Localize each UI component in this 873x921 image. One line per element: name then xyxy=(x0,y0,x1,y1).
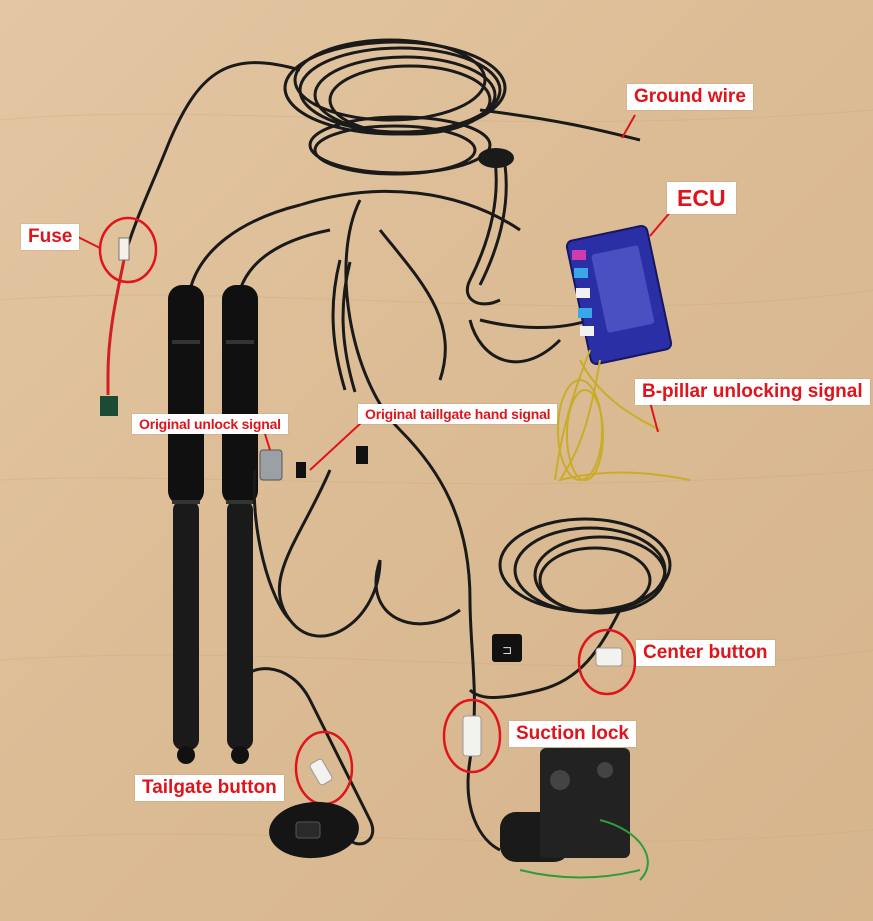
hand-signal-pointer xyxy=(309,421,363,471)
gas-strut-left xyxy=(168,203,301,764)
tailgate-cable xyxy=(233,667,374,846)
right-cable-coil xyxy=(468,517,672,699)
tailgate-button-label: Tailgate button xyxy=(135,775,284,801)
svg-text:⊐: ⊐ xyxy=(502,643,512,657)
fuse-red-wire xyxy=(106,254,127,395)
center-button-label: Center button xyxy=(636,640,775,666)
fuse-wire xyxy=(123,61,301,256)
latch-motor xyxy=(500,748,649,881)
fuse-holder xyxy=(118,237,130,261)
hand-signal-connector-b xyxy=(356,446,368,464)
unlock-signal-pointer xyxy=(264,433,271,451)
tailgate-button-key xyxy=(295,821,321,839)
top-cable-coil-2 xyxy=(308,115,492,176)
fuse-highlight-circle xyxy=(98,216,158,284)
tailgate-button-connector xyxy=(309,758,333,786)
fuse-connector xyxy=(100,396,118,416)
top-cable-coil xyxy=(283,38,507,136)
suction-lock-highlight-circle xyxy=(442,698,502,774)
gas-strut-right xyxy=(222,228,331,764)
ground-wire-label: Ground wire xyxy=(627,84,753,110)
original-hand-signal-label: Original taillgate hand signal xyxy=(358,404,558,425)
ecu-label: ECU xyxy=(667,182,736,215)
fuse-pointer xyxy=(75,235,101,249)
main-harness xyxy=(252,189,591,852)
fuse-label: Fuse xyxy=(21,224,80,250)
unlock-signal-connector xyxy=(259,449,283,481)
ground-wire-cable xyxy=(479,108,641,142)
center-button-highlight-circle xyxy=(577,628,637,696)
center-button-connector xyxy=(595,647,623,667)
hand-signal-connector-a xyxy=(296,462,306,478)
b-pillar-pointer xyxy=(649,401,659,433)
suction-lock-label: Suction lock xyxy=(509,721,636,747)
b-pillar-wire-bundle xyxy=(554,349,691,482)
spiral-cable xyxy=(331,159,508,393)
ecu-unit xyxy=(565,224,673,366)
original-unlock-label: Original unlock signal xyxy=(132,414,288,435)
small-switch xyxy=(492,634,522,662)
b-pillar-label: B-pillar unlocking signal xyxy=(635,379,870,405)
grommet xyxy=(478,148,514,168)
suction-lock-connector xyxy=(462,715,482,757)
ground-wire-pointer xyxy=(621,114,636,139)
